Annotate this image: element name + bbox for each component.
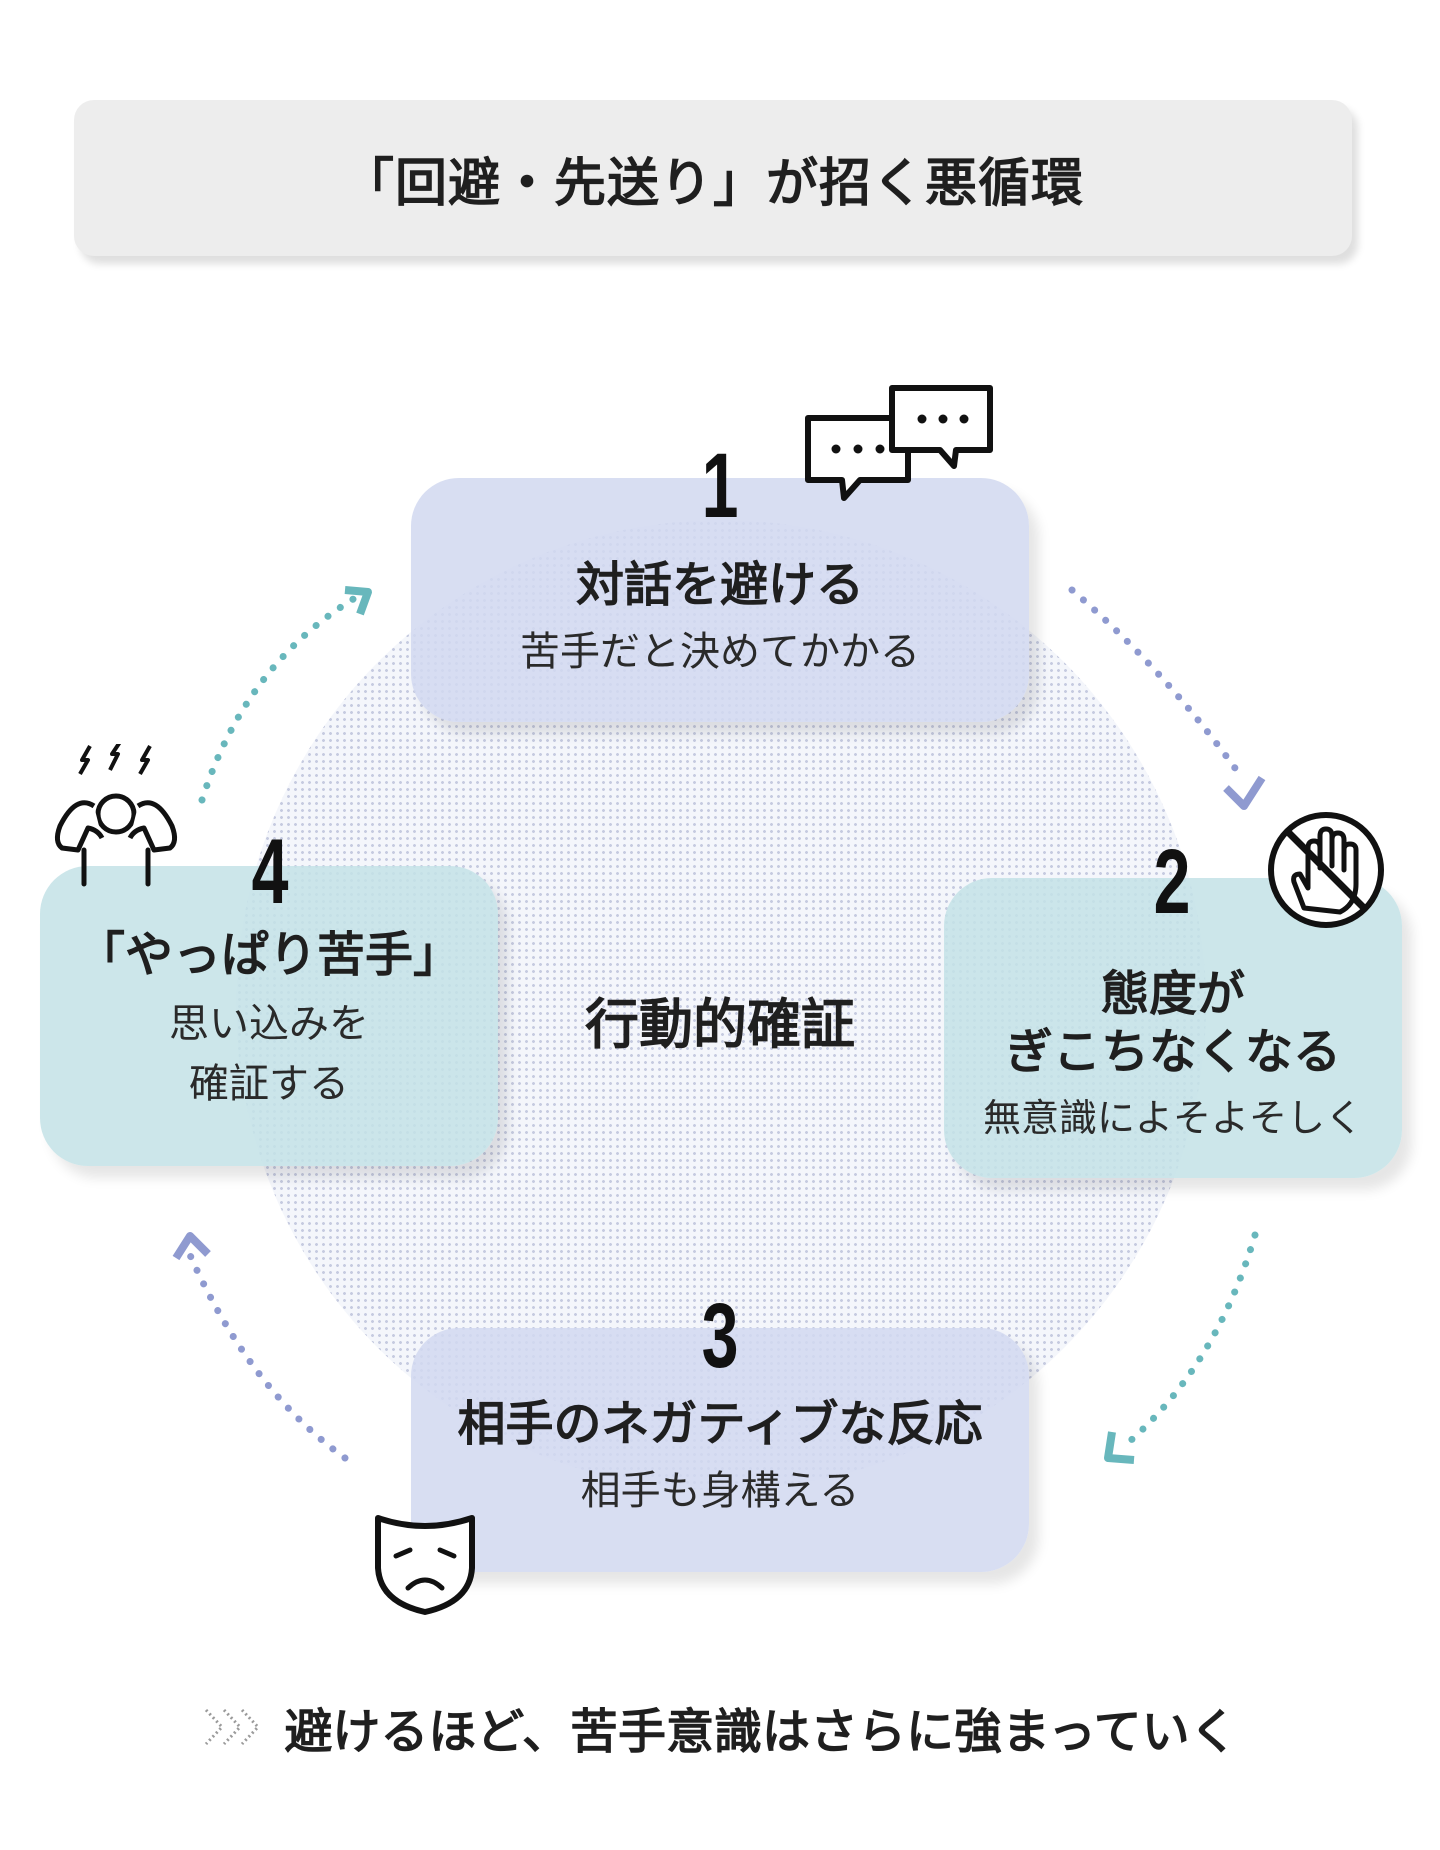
footer-text: 避けるほど、苦手意識はさらに強まっていく — [284, 1704, 1238, 1760]
step-1-title: 対話を避ける — [575, 556, 864, 613]
arrow-3-to-4 — [186, 1251, 349, 1462]
step-card-4: 「やっぱり苦手」 思い込みを 確証する — [40, 866, 498, 1166]
footer: 避けるほど、苦手意識はさらに強まっていく — [200, 1692, 1240, 1762]
step-card-3: 相手のネガティブな反応 相手も身構える — [411, 1328, 1029, 1572]
step-4-number: 4 — [251, 821, 289, 923]
step-3-title: 相手のネガティブな反応 — [457, 1395, 983, 1452]
step-2-number: 2 — [1153, 831, 1191, 933]
arrow-1-to-2-head — [1223, 775, 1266, 810]
center-label: 行動的確証 — [585, 993, 855, 1056]
sad-mask-icon — [375, 1515, 475, 1615]
step-1-subtitle: 苦手だと決めてかかる — [520, 629, 920, 676]
step-3-subtitle: 相手も身構える — [580, 1468, 860, 1515]
step-card-1: 対話を避ける 苦手だと決めてかかる — [411, 478, 1029, 722]
arrow-2-to-3 — [1118, 1231, 1259, 1452]
step-1-number: 1 — [701, 435, 739, 537]
step-2-subtitle: 無意識によそよそしく — [982, 1095, 1363, 1140]
arrow-2-to-3-head — [1104, 1431, 1135, 1464]
stressed-person-icon — [54, 744, 178, 887]
step-2-title: 態度が ぎこちなくなる — [1004, 965, 1341, 1081]
title-box: 「回避・先送り」が招く悪循環 — [74, 100, 1352, 256]
triple-chevron-icon — [205, 1708, 261, 1746]
step-3-number: 3 — [701, 1285, 739, 1387]
no-hand-icon — [1268, 812, 1384, 928]
arrow-4-to-1-head — [344, 586, 372, 616]
step-4-title: 「やっぱり苦手」 — [76, 926, 461, 983]
step-4-subtitle: 思い込みを 確証する — [169, 1001, 369, 1108]
speech-bubbles-icon — [805, 385, 993, 501]
step-card-2: 態度が ぎこちなくなる 無意識によそよそしく — [944, 878, 1402, 1178]
page-title: 「回避・先送り」が招く悪循環 — [341, 153, 1084, 214]
arrow-3-to-4-head — [172, 1232, 211, 1261]
arrow-1-to-2 — [1068, 586, 1244, 779]
arrow-4-to-1 — [198, 594, 359, 804]
